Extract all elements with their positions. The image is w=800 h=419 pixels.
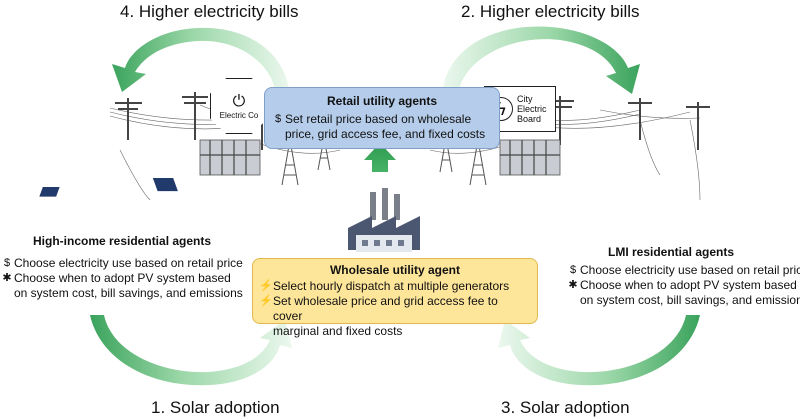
lmi-line-text: Choose electricity use based on retail p… <box>580 263 800 277</box>
sun-icon: ✱ <box>2 272 12 284</box>
substation-right <box>499 139 561 176</box>
electric-co-label: Electric Co <box>219 110 259 120</box>
bullet <box>259 324 273 339</box>
high-income-line-text: on system cost, bill savings, and emissi… <box>14 286 243 300</box>
bullet <box>0 286 14 301</box>
wholesale-line-text: marginal and fixed costs <box>273 324 403 338</box>
plug-icon: ⏻ <box>232 92 246 110</box>
step-1-label: 1. Solar adoption <box>151 398 280 417</box>
lmi-line: on system cost, bill savings, and emissi… <box>566 293 800 308</box>
lmi-line: ✱Choose when to adopt PV system based <box>566 278 797 293</box>
retail-title: Retail utility agents <box>326 94 438 108</box>
lmi-line-text: on system cost, bill savings, and emissi… <box>580 293 800 307</box>
sun-icon: ✱ <box>568 279 578 291</box>
wholesale-line-text: Select hourly dispatch at multiple gener… <box>273 279 510 293</box>
step-4-label: 4. Higher electricity bills <box>120 2 299 21</box>
high-income-line-text: Choose when to adopt PV system based <box>14 271 231 285</box>
bullet <box>566 293 580 308</box>
wholesale-line: marginal and fixed costs <box>259 324 529 339</box>
wholesale-title: Wholesale utility agent <box>329 263 461 277</box>
arrow-top-left <box>112 27 290 95</box>
logo-line-3: Board <box>517 114 542 124</box>
arrow-up <box>364 143 396 172</box>
retail-utility-box: Retail utility agents $Set retail price … <box>264 87 500 149</box>
dollar-icon: $ <box>3 257 11 269</box>
lmi-line-text: Choose when to adopt PV system based <box>580 278 797 292</box>
power-plant <box>348 188 420 252</box>
lmi-title: LMI residential agents <box>608 245 735 259</box>
high-income-line: $Choose electricity use based on retail … <box>0 256 243 271</box>
arrow-bottom-left <box>90 315 292 386</box>
high-income-line: on system cost, bill savings, and emissi… <box>0 286 243 301</box>
lightning-bullet-icon: ⚡ <box>259 280 273 292</box>
logo-line-2: Electric <box>517 104 547 114</box>
high-income-line: ✱Choose when to adopt PV system based <box>0 271 231 286</box>
wholesale-line-text: Set wholesale price and grid access fee … <box>273 294 498 323</box>
retail-line-text: Set retail price based on wholesale <box>285 112 472 126</box>
retail-line-text: price, grid access fee, and fixed costs <box>285 127 486 141</box>
high-income-line-text: Choose electricity use based on retail p… <box>14 256 243 270</box>
arrow-top-right <box>442 26 640 95</box>
retail-line: $Set retail price based on wholesale <box>271 112 491 127</box>
substation-left <box>199 139 261 176</box>
electric-co-logo: ⏻ Electric Co <box>210 78 268 134</box>
high-income-houses <box>39 117 178 197</box>
lightning-bullet-icon: ⚡ <box>259 295 273 307</box>
lmi-line: $Choose electricity use based on retail … <box>566 263 800 278</box>
wholesale-line: ⚡Select hourly dispatch at multiple gene… <box>259 279 529 294</box>
retail-line: price, grid access fee, and fixed costs <box>271 127 491 142</box>
wholesale-utility-box: Wholesale utility agent ⚡Select hourly d… <box>252 258 538 338</box>
step-3-label: 3. Solar adoption <box>501 398 630 417</box>
high-income-title: High-income residential agents <box>33 234 212 248</box>
dollar-icon: $ <box>274 113 282 125</box>
bullet <box>271 127 285 142</box>
dollar-icon: $ <box>569 264 577 276</box>
logo-line-1: City <box>517 94 533 104</box>
step-2-label: 2. Higher electricity bills <box>461 2 640 21</box>
lmi-text-block: $Choose electricity use based on retail … <box>566 263 800 313</box>
arrow-bottom-right <box>498 315 700 386</box>
wholesale-line: ⚡Set wholesale price and grid access fee… <box>259 294 529 324</box>
